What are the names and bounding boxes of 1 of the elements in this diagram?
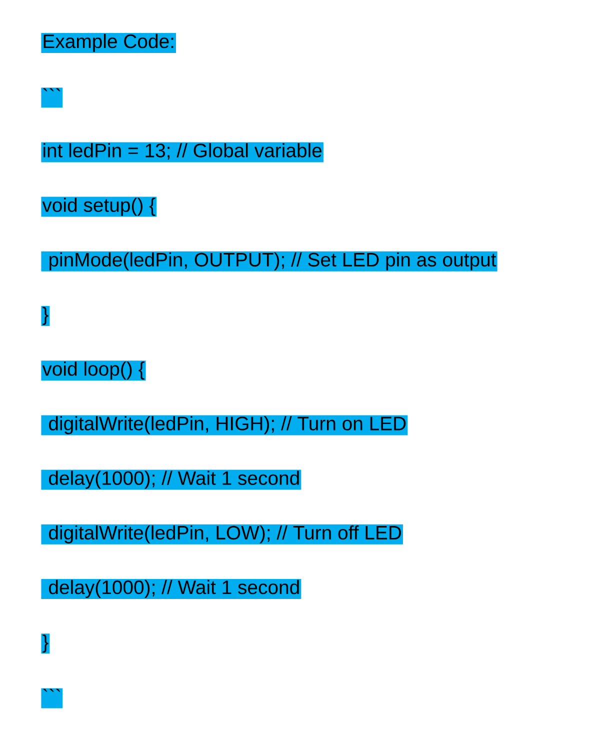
heading-text: Example Code: [41, 33, 176, 53]
